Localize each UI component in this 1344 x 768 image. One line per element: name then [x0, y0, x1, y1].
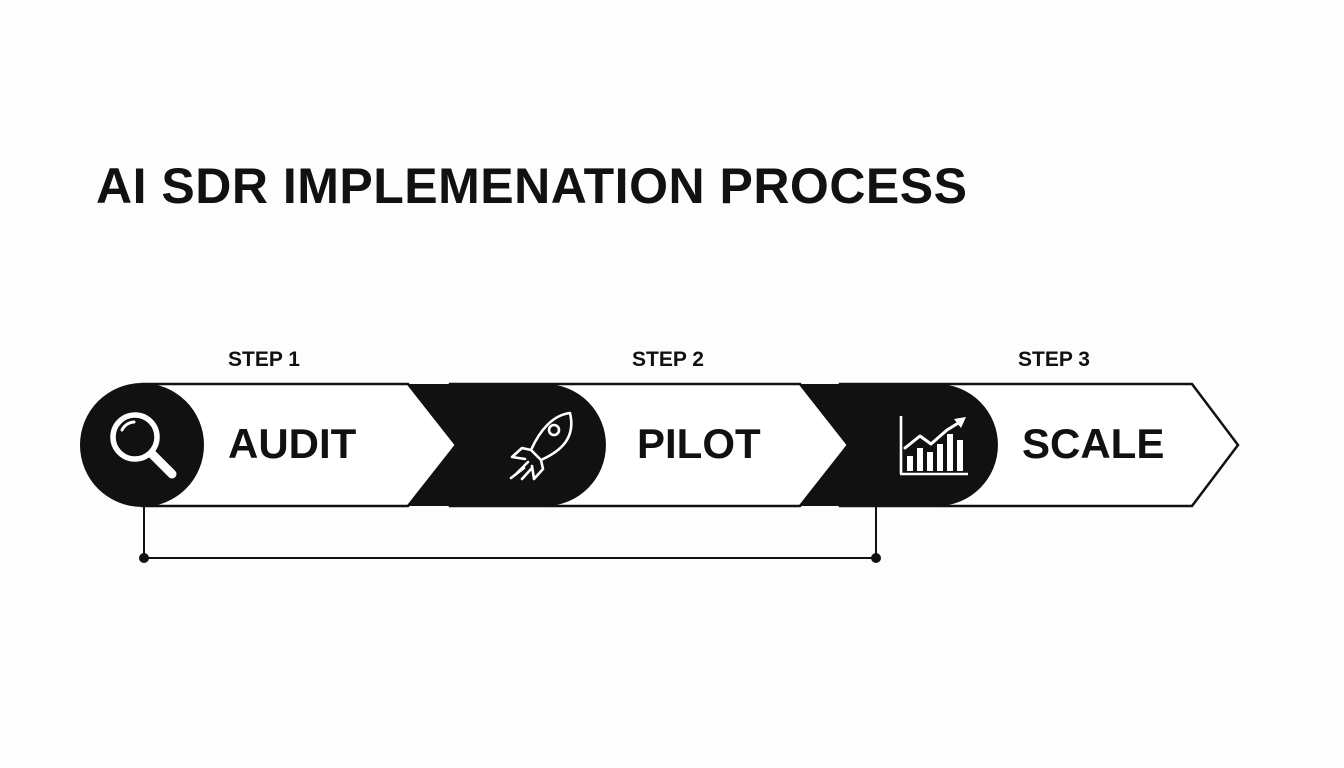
step-2-name: PILOT [637, 420, 761, 467]
step-3-icon-cap [800, 384, 998, 506]
rocket-icon [509, 411, 573, 481]
connector-end-dot [871, 553, 881, 563]
step-1-name: AUDIT [228, 420, 357, 467]
step-1-icon-cap [80, 383, 204, 507]
step-2-icon-cap [408, 384, 606, 506]
magnifying-glass-icon [110, 412, 177, 479]
step-1-label: STEP 1 [228, 348, 300, 371]
page-title: AI SDR IMPLEMENATION PROCESS [96, 158, 968, 214]
step-3-name: SCALE [1022, 420, 1165, 467]
connector-start-dot [139, 553, 149, 563]
step-2-label: STEP 2 [632, 348, 704, 371]
step-3-label: STEP 3 [1018, 348, 1090, 371]
growth-chart-icon [899, 416, 968, 476]
timeline-connector [139, 506, 881, 563]
